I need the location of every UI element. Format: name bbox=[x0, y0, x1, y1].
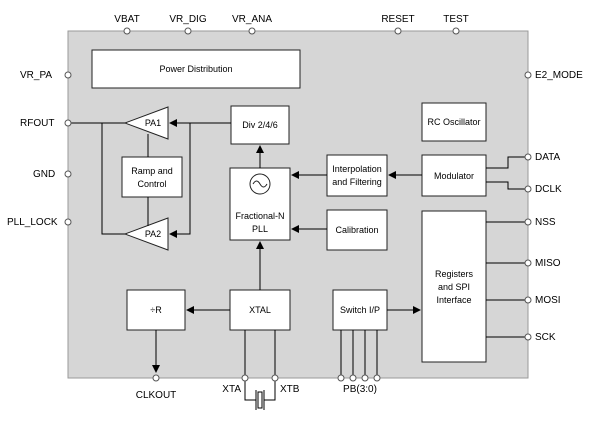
pin-e2-mode bbox=[524, 71, 532, 79]
interpolation-block bbox=[326, 154, 388, 197]
pin-dclk bbox=[524, 185, 532, 193]
divider-block bbox=[230, 105, 290, 145]
pin-vbat bbox=[123, 27, 131, 35]
rc-oscillator-block bbox=[421, 102, 487, 142]
pin-sck bbox=[524, 333, 532, 341]
modulator-label: Modulator bbox=[434, 171, 474, 181]
pin-pb3 bbox=[337, 374, 345, 382]
pin-label-rfout: RFOUT bbox=[20, 118, 54, 129]
pin-label-gnd: GND bbox=[33, 169, 55, 180]
ramp-label-1: Ramp and bbox=[131, 166, 173, 176]
interpolation-label-1: Interpolation bbox=[332, 164, 382, 174]
pin-label-reset: RESET bbox=[381, 14, 414, 25]
switch-ip-block bbox=[332, 289, 388, 331]
power-distribution-label: Power Distribution bbox=[159, 64, 232, 74]
pin-data bbox=[524, 153, 532, 161]
ramp-control-block bbox=[121, 156, 183, 198]
pin-vr-pa bbox=[64, 71, 72, 79]
pin-pll-lock bbox=[64, 218, 72, 226]
switch-ip-label: Switch I/P bbox=[340, 305, 380, 315]
pin-rfout bbox=[64, 119, 72, 127]
pin-label-sck: SCK bbox=[535, 332, 556, 343]
pin-gnd bbox=[64, 170, 72, 178]
divider-label: Div 2/4/6 bbox=[242, 120, 278, 130]
pin-label-pll-lock: PLL_LOCK bbox=[7, 217, 58, 228]
pin-xtb bbox=[271, 374, 279, 382]
pin-label-dclk: DCLK bbox=[535, 184, 562, 195]
pin-pb1 bbox=[361, 374, 369, 382]
pll-label-1: Fractional-N bbox=[235, 211, 284, 221]
pin-mosi bbox=[524, 296, 532, 304]
pa2-label: PA2 bbox=[145, 229, 161, 239]
pa1-amplifier bbox=[123, 106, 169, 140]
pin-vr-ana bbox=[248, 27, 256, 35]
pin-label-miso: MISO bbox=[535, 258, 561, 269]
ramp-label-2: Control bbox=[137, 179, 166, 189]
xtal-label: XTAL bbox=[249, 305, 271, 315]
pa1-label: PA1 bbox=[145, 118, 161, 128]
pin-label-nss: NSS bbox=[535, 217, 556, 228]
registers-label-3: Interface bbox=[436, 295, 471, 305]
pin-vr-dig bbox=[184, 27, 192, 35]
pin-label-vr-ana: VR_ANA bbox=[232, 14, 272, 25]
rc-oscillator-label: RC Oscillator bbox=[427, 117, 480, 127]
pin-label-xta: XTA bbox=[222, 384, 241, 395]
pin-pb2 bbox=[349, 374, 357, 382]
pin-label-vbat: VBAT bbox=[114, 14, 139, 25]
interpolation-label-2: and Filtering bbox=[332, 177, 382, 187]
crystal-icon bbox=[257, 391, 263, 409]
pin-label-pb: PB(3:0) bbox=[343, 384, 377, 395]
pin-label-vr-dig: VR_DIG bbox=[169, 14, 206, 25]
registers-label-1: Registers bbox=[435, 269, 474, 279]
r-divider-label: ÷R bbox=[150, 305, 162, 315]
pin-xta bbox=[241, 374, 249, 382]
pin-test bbox=[452, 27, 460, 35]
pin-label-data: DATA bbox=[535, 152, 561, 163]
power-distribution-block bbox=[91, 49, 301, 89]
pa2-amplifier bbox=[123, 217, 169, 251]
pll-label-2: PLL bbox=[252, 224, 268, 234]
pin-label-clkout: CLKOUT bbox=[136, 390, 177, 401]
registers-label-2: and SPI bbox=[438, 282, 470, 292]
calibration-block bbox=[326, 209, 388, 251]
pin-label-mosi: MOSI bbox=[535, 295, 561, 306]
xtal-block bbox=[229, 289, 291, 331]
calibration-label: Calibration bbox=[335, 225, 378, 235]
pin-reset bbox=[394, 27, 402, 35]
sine-wave-icon bbox=[252, 180, 268, 188]
pin-miso bbox=[524, 259, 532, 267]
pin-clkout bbox=[152, 374, 160, 382]
pin-pb0 bbox=[373, 374, 381, 382]
pin-label-e2-mode: E2_MODE bbox=[535, 70, 583, 81]
pin-label-xtb: XTB bbox=[280, 384, 300, 395]
registers-spi-block bbox=[421, 210, 487, 363]
pin-label-test: TEST bbox=[443, 14, 469, 25]
pin-label-vr-pa: VR_PA bbox=[20, 70, 52, 81]
pin-nss bbox=[524, 218, 532, 226]
